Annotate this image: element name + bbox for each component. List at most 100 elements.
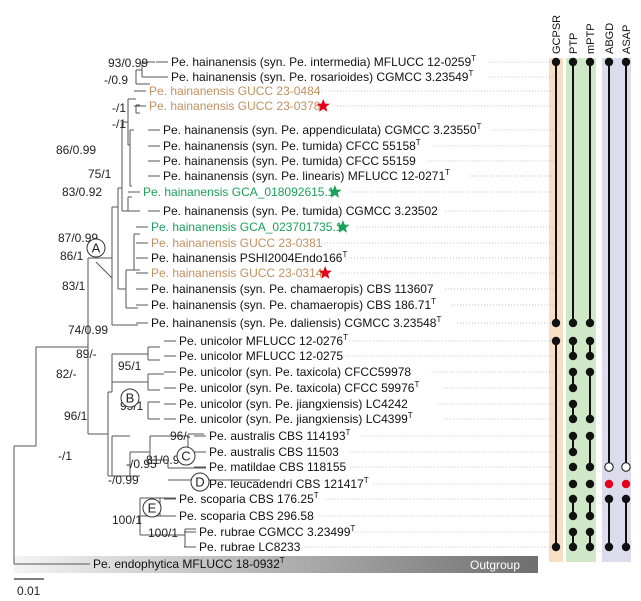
branch <box>95 261 113 279</box>
delimitation-dot <box>568 462 578 472</box>
taxon-label: Pe. hainanensis (syn. Pe. chamaeropis) C… <box>151 297 436 312</box>
type-marker: T <box>414 380 419 389</box>
support-value: -/0.95 <box>126 457 157 471</box>
taxon-label: Pe. australis CBS 114193T <box>209 428 351 443</box>
branch <box>13 445 90 565</box>
type-marker: T <box>408 411 413 420</box>
delimitation-dot <box>604 462 614 472</box>
taxon-name: Pe. hainanensis GUCC 23-0314 <box>151 266 323 280</box>
clade-label: E <box>148 501 157 516</box>
tree-branches <box>13 61 260 565</box>
taxon-name: Pe. unicolor (syn. Pe. taxicola) CFCC599… <box>179 365 411 379</box>
taxon-name: Pe. hainanensis (syn. Pe. daliensis) CGM… <box>151 316 437 330</box>
delimitation-dot <box>568 367 578 377</box>
taxon-label: Pe. hainanensis GUCC 23-0314 <box>151 266 323 280</box>
delimitation-dot <box>585 318 595 328</box>
delimitation-dot <box>585 462 595 472</box>
support-value: 100/1 <box>148 526 178 540</box>
branch <box>111 206 130 326</box>
branch <box>111 435 140 477</box>
clade-circle <box>86 238 106 258</box>
taxon-name: Pe. hainanensis (syn. Pe. appendiculata)… <box>163 123 477 137</box>
taxon-label: Pe. unicolor (syn. Pe. taxicola) CFCC599… <box>179 365 411 379</box>
taxon-name: Pe. australis CBS 11503 <box>209 445 339 459</box>
delimitation-dot <box>585 431 595 441</box>
branch <box>149 435 188 461</box>
support-value: 74/0.99 <box>68 323 108 337</box>
guide-lines <box>304 61 556 548</box>
taxon-label: Pe. hainanensis GCA_018092615.1 <box>143 185 335 199</box>
star-icon <box>316 99 330 112</box>
support-value: 86/0.99 <box>56 143 96 157</box>
branch <box>135 69 150 85</box>
taxon-label: Pe. unicolor (syn. Pe. taxicola) CFCC 59… <box>179 380 419 395</box>
taxon-name: Pe. hainanensis (syn. Pe. tumida) CGMCC … <box>163 204 438 218</box>
taxon-name: Pe. matildae CBS 118155 <box>209 460 347 474</box>
taxon-name: Pe. hainanensis GUCC 23-0381 <box>151 236 323 250</box>
delimitation-dot <box>568 336 578 346</box>
type-marker: T <box>342 250 347 259</box>
clade-circle <box>120 388 140 408</box>
clade-label: B <box>126 391 135 406</box>
delimitation-dot <box>621 462 631 472</box>
star-icon <box>318 266 332 279</box>
type-marker: T <box>314 491 319 500</box>
taxon-name: Pe. hainanensis (syn. Pe. linearis) MFLU… <box>163 169 445 183</box>
clade-label: A <box>92 241 101 256</box>
taxon-label: Pe. endophytica MFLUCC 18-0932T <box>93 556 285 571</box>
taxon-label: Pe. unicolor MFLUCC 12-0276T <box>179 333 348 348</box>
type-marker: T <box>364 476 369 485</box>
taxon-label: Pe. australis CBS 11503 <box>209 445 339 459</box>
branch <box>129 129 134 187</box>
delimitation-dot <box>585 511 595 521</box>
support-value: 100/1 <box>112 513 142 527</box>
support-value: -/1 <box>112 101 126 115</box>
taxon-label: Pe. rubrae LC8233 <box>199 540 301 554</box>
taxon-name: Pe. hainanensis (syn. Pe. chamaeropis) C… <box>151 298 431 312</box>
type-marker: T <box>346 428 351 437</box>
delimitation-dot <box>551 336 561 346</box>
support-value: -/0.9 <box>104 73 128 87</box>
branch <box>127 196 140 212</box>
taxon-label: Pe. hainanensis (syn. Pe. tumida) CFCC 5… <box>163 138 421 153</box>
taxon-label: Pe. hainanensis (syn. Pe. rosarioides) C… <box>171 69 473 84</box>
taxon-label: Pe. unicolor MFLUCC 12-0275 <box>179 349 343 363</box>
taxon-label: Pe. unicolor (syn. Pe. jiangxiensis) LC4… <box>179 411 413 426</box>
delimitation-dot <box>568 511 578 521</box>
taxa-labels: Pe. hainanensis (syn. Pe. intermedia) MF… <box>93 54 482 571</box>
taxon-name: Pe. leucadendri CBS 121417 <box>209 477 364 491</box>
delimitation-dot <box>604 542 614 552</box>
taxon-name: Pe. unicolor (syn. Pe. jiangxiensis) LC4… <box>179 412 408 426</box>
taxon-label: Pe. hainanensis (syn. Pe. linearis) MFLU… <box>163 168 450 183</box>
taxon-name: Pe. rubrae LC8233 <box>199 540 301 554</box>
branch <box>133 233 140 271</box>
branch <box>129 451 150 476</box>
taxon-label: Pe. hainanensis GUCC 23-0381 <box>151 236 323 250</box>
column-header-ptp: PTP <box>568 33 580 54</box>
delimitation-dot <box>604 479 614 489</box>
taxon-name: Pe. hainanensis (syn. Pe. intermedia) MF… <box>171 55 471 69</box>
delimitation-dot <box>585 351 595 361</box>
type-marker: T <box>477 122 482 131</box>
delimitation-dot <box>568 351 578 361</box>
support-value: 75/1 <box>88 167 112 181</box>
delimitation-dot <box>621 494 631 504</box>
support-value: 83/0.92 <box>62 185 102 199</box>
delimitation-dot <box>568 542 578 552</box>
support-values: 93/0.99-/0.9-/1-/186/0.9975/183/0.9287/0… <box>56 56 191 540</box>
column-header-gcpsr: GCPSR <box>551 15 563 54</box>
delimitation-dot <box>585 527 595 537</box>
taxon-name: Pe. hainanensis (syn. Pe. tumida) CFCC 5… <box>163 154 416 168</box>
delimitation-dot <box>585 542 595 552</box>
branch <box>167 460 206 469</box>
delimitation-dot <box>621 479 631 489</box>
star-icon <box>336 220 350 233</box>
taxon-name: Pe. hainanensis (syn. Pe. rosarioides) C… <box>171 70 469 84</box>
taxon-label: Pe. unicolor (syn. Pe. jiangxiensis) LC4… <box>179 397 408 411</box>
taxon-label: Pe. hainanensis GUCC 23-0378 <box>149 99 321 113</box>
clade-circle <box>142 498 162 518</box>
taxon-label: Pe. hainanensis (syn. Pe. daliensis) CGM… <box>151 315 441 330</box>
branch <box>111 353 148 383</box>
